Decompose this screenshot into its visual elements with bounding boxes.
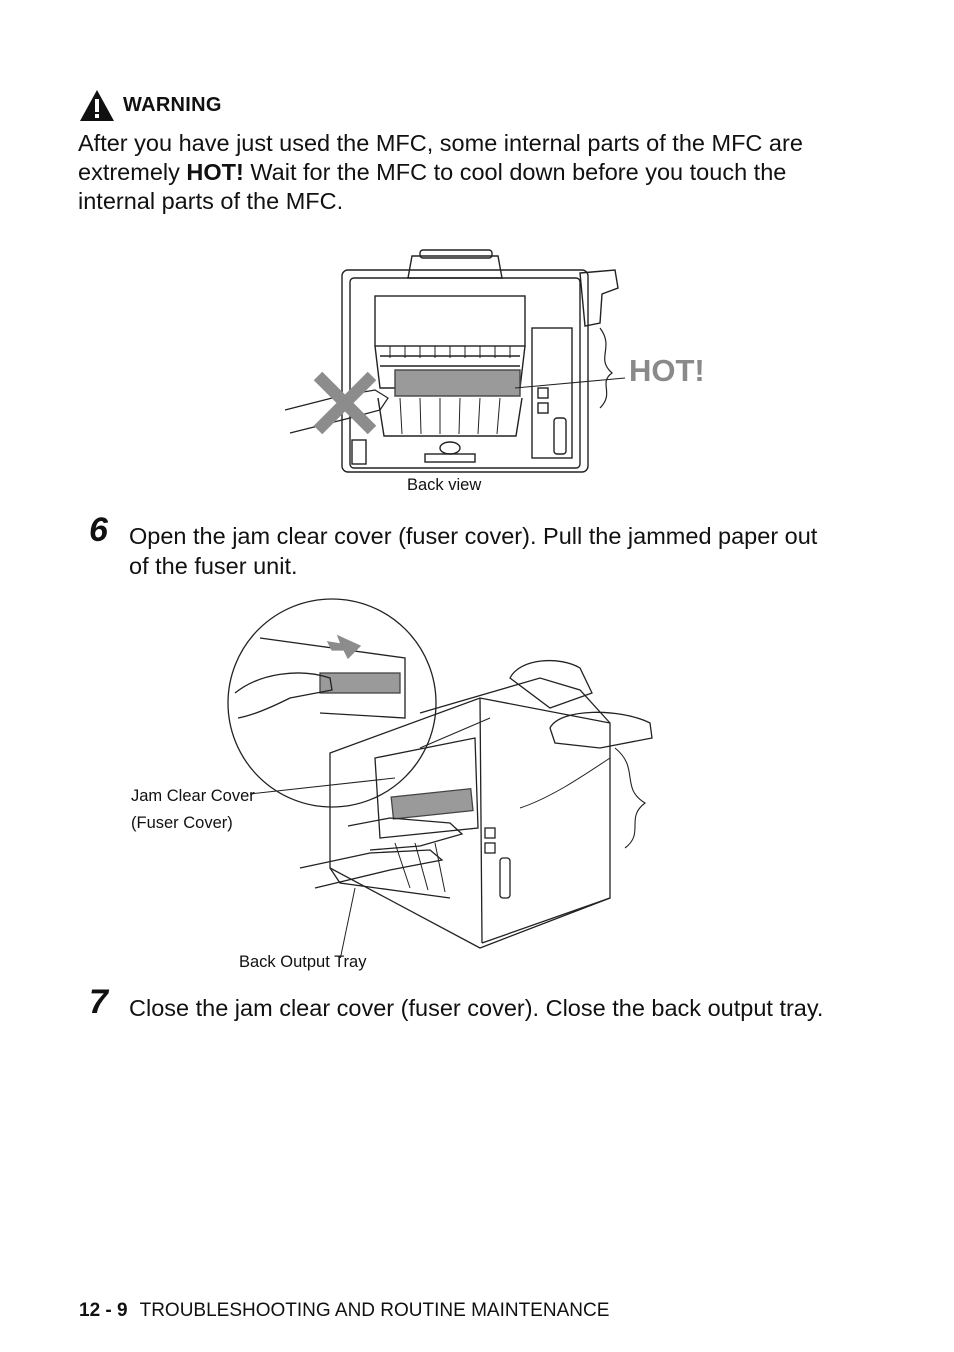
jam-removal-illustration — [227, 598, 653, 958]
step-6-text: Open the jam clear cover (fuser cover). … — [129, 523, 818, 579]
warning-text-after: Wait for the MFC to cool down before you… — [78, 159, 787, 214]
warning-title: WARNING — [123, 94, 222, 116]
warning-text: After you have just used the MFC, some i… — [78, 129, 858, 216]
step-7-text: Close the jam clear cover (fuser cover).… — [129, 995, 824, 1021]
step-6-number: 6 — [89, 511, 108, 549]
label-fuser-cover: (Fuser Cover) — [131, 814, 233, 832]
step-7-number: 7 — [89, 983, 108, 1021]
warning-text-before: After you have just used the MFC, some i… — [78, 130, 803, 185]
hot-label: HOT! — [629, 353, 705, 388]
label-jam-clear-cover: Jam Clear Cover — [131, 787, 255, 805]
page-footer: 12 - 9 TROUBLESHOOTING AND ROUTINE MAINTE… — [79, 1300, 609, 1322]
warning-hot-emphasis: HOT! — [186, 159, 244, 185]
page-number: 12 - 9 — [79, 1300, 128, 1321]
warning-triangle-icon — [80, 90, 114, 121]
label-back-output-tray: Back Output Tray — [239, 953, 367, 971]
back-view-illustration: HOT! — [284, 249, 705, 473]
section-title: TROUBLESHOOTING AND ROUTINE MAINTENANCE — [139, 1300, 610, 1321]
figure1-caption: Back view — [407, 476, 482, 494]
